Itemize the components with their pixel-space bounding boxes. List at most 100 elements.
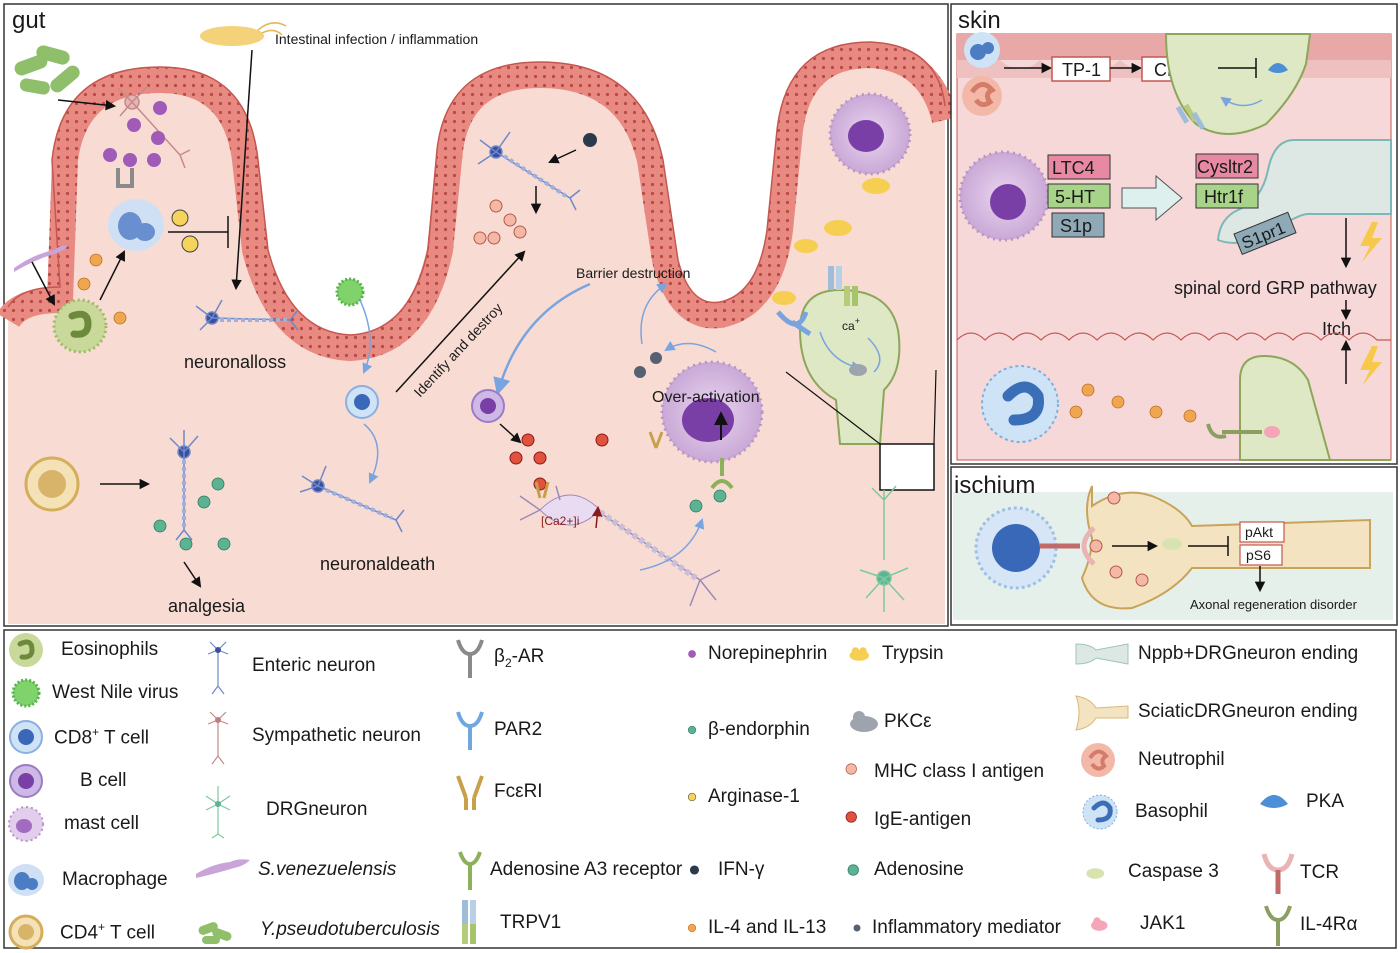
s1p-label: S1p <box>1060 216 1092 236</box>
legend-trypsin: Trypsin <box>848 634 944 674</box>
cd8-t-cell-icon <box>974 506 1058 590</box>
par2-receptor <box>776 310 812 337</box>
legend-pkce: PKCε <box>844 702 932 742</box>
basophil-icon <box>981 365 1059 443</box>
legend-inflammatory: Inflammatory mediator <box>852 908 1061 948</box>
il4-dot <box>687 923 697 933</box>
gut-title: gut <box>12 7 46 34</box>
pka-shape <box>1268 63 1288 73</box>
legend-cd4: CD4+ T cell <box>6 912 155 952</box>
arginase-dot <box>171 209 189 227</box>
macrophage-icon <box>8 864 44 896</box>
legend-il4: IL-4 and IL-13 <box>686 908 826 948</box>
cd4-cell-icon <box>8 914 44 950</box>
b2ar-receptor-icon <box>456 639 484 678</box>
basophil-icon-skin <box>964 32 1000 68</box>
legend-a3: Adenosine A3 receptor <box>450 846 682 894</box>
mast-cell-icon <box>8 806 44 842</box>
legend-fceri: FcεRI <box>450 768 543 816</box>
pakt-label: pAkt <box>1245 524 1273 540</box>
legend-frame <box>3 629 1397 949</box>
skin-drg-ending-top <box>1164 33 1312 135</box>
legend-ifn: IFN-γ <box>686 850 764 890</box>
gut-epithelium <box>0 41 958 362</box>
legend-sympathetic-neuron: Sympathetic neuron <box>198 706 421 766</box>
pkce-icon <box>850 711 878 732</box>
trypsin-icon <box>849 647 869 661</box>
calcium-label: [Ca2+]i <box>541 514 579 528</box>
trpv1-icon <box>462 900 476 944</box>
mhc-dot <box>845 763 857 775</box>
ifn-dot <box>689 865 699 875</box>
sympathetic-neuron-icon <box>207 711 229 765</box>
mast-cell-icon <box>828 92 912 176</box>
macrophage-icon <box>108 168 164 251</box>
legend-il4ra: IL-4Rα <box>1258 900 1357 950</box>
ischium-title: ischium <box>954 472 1035 499</box>
legend-mhc: MHC class I antigen <box>840 752 1044 792</box>
mhc-antigen-dots <box>473 199 527 245</box>
norepinephrin-dot <box>688 650 696 658</box>
neutrophil-icon <box>962 76 1002 116</box>
ltc4-label: LTC4 <box>1052 158 1095 178</box>
caspase3-shape <box>1162 538 1182 550</box>
drg-neuron-ending <box>798 288 901 445</box>
norepinephrin-cluster <box>103 101 167 167</box>
fceri-receptor-icon <box>534 431 664 499</box>
pka-icon <box>1260 795 1288 808</box>
pkce-shape <box>849 364 867 376</box>
b-endorphin-dots <box>153 477 231 551</box>
legend-nppb: Nppb+DRGneuron ending <box>1074 634 1358 674</box>
legend-norepinephrin: Norepinephrin <box>686 634 827 674</box>
arginase-dot <box>687 792 697 802</box>
b-cell-icon <box>9 764 43 798</box>
big-arrow <box>1121 174 1183 222</box>
legend-tcr: TCR <box>1258 848 1339 898</box>
legend-y-pseudo: Y.pseudotuberculosis <box>194 910 440 950</box>
tp1-label: TP-1 <box>1062 60 1101 80</box>
virus-icon <box>11 678 41 708</box>
neuronal-loss-label: neuronalloss <box>184 352 286 372</box>
legend-macrophage: Macrophage <box>6 860 168 900</box>
enteric-neuron-icon <box>299 465 405 533</box>
ischium-panel: ischium pAkt pS6 Axonal regeneration dis… <box>950 466 1398 626</box>
mast-cell-icon <box>660 360 764 464</box>
legend-neutrophil: Neutrophil <box>1078 740 1225 780</box>
legend-par2: PAR2 <box>450 706 542 754</box>
legend-west-nile: West Nile virus <box>6 673 178 713</box>
tp1-box <box>1051 56 1111 82</box>
s-venezuelensis-icon-top <box>200 22 287 46</box>
inflammatory-dot <box>853 924 861 932</box>
legend-pka: PKA <box>1254 782 1344 822</box>
trpv1-channel <box>1175 103 1206 130</box>
trpv1-channel <box>828 266 858 306</box>
htr1f-label: Htr1f <box>1204 187 1244 207</box>
neutrophil-icon <box>1081 743 1115 777</box>
gut-panel: gut <box>0 3 958 627</box>
enteric-neuron-icon <box>477 131 581 211</box>
legend-enteric-neuron: Enteric neuron <box>198 636 376 696</box>
legend-adenosine: Adenosine <box>842 850 964 890</box>
skin-title: skin <box>958 7 1001 34</box>
legend-b2ar: β2-AR <box>450 634 544 682</box>
adenosine-dot <box>847 864 859 876</box>
legend-b-cell: B cell <box>6 761 126 801</box>
zoom-box <box>879 443 935 491</box>
mhc-antigen-dots <box>1089 491 1149 587</box>
b-endorphin-dot <box>687 725 697 735</box>
legend-trpv1: TRPV1 <box>450 898 561 948</box>
ca-label: ca+ <box>842 316 860 333</box>
b-cell-icon <box>471 389 505 423</box>
ifn-gamma-dot <box>583 133 597 147</box>
legend-s-venezuelensis: S.venezuelensis <box>194 850 396 890</box>
cd8-cell-icon <box>9 720 43 754</box>
drg-neuron-icon <box>205 786 231 839</box>
legend-caspase: Caspase 3 <box>1084 852 1219 892</box>
tcr-icon <box>1261 853 1295 894</box>
eosinophil-icon <box>9 633 43 667</box>
adenosine-a3-icon <box>458 851 482 890</box>
analgesia-label: analgesia <box>168 596 246 616</box>
legend-eosinophils: Eosinophils <box>6 630 158 670</box>
lightning-icon <box>1360 222 1382 262</box>
